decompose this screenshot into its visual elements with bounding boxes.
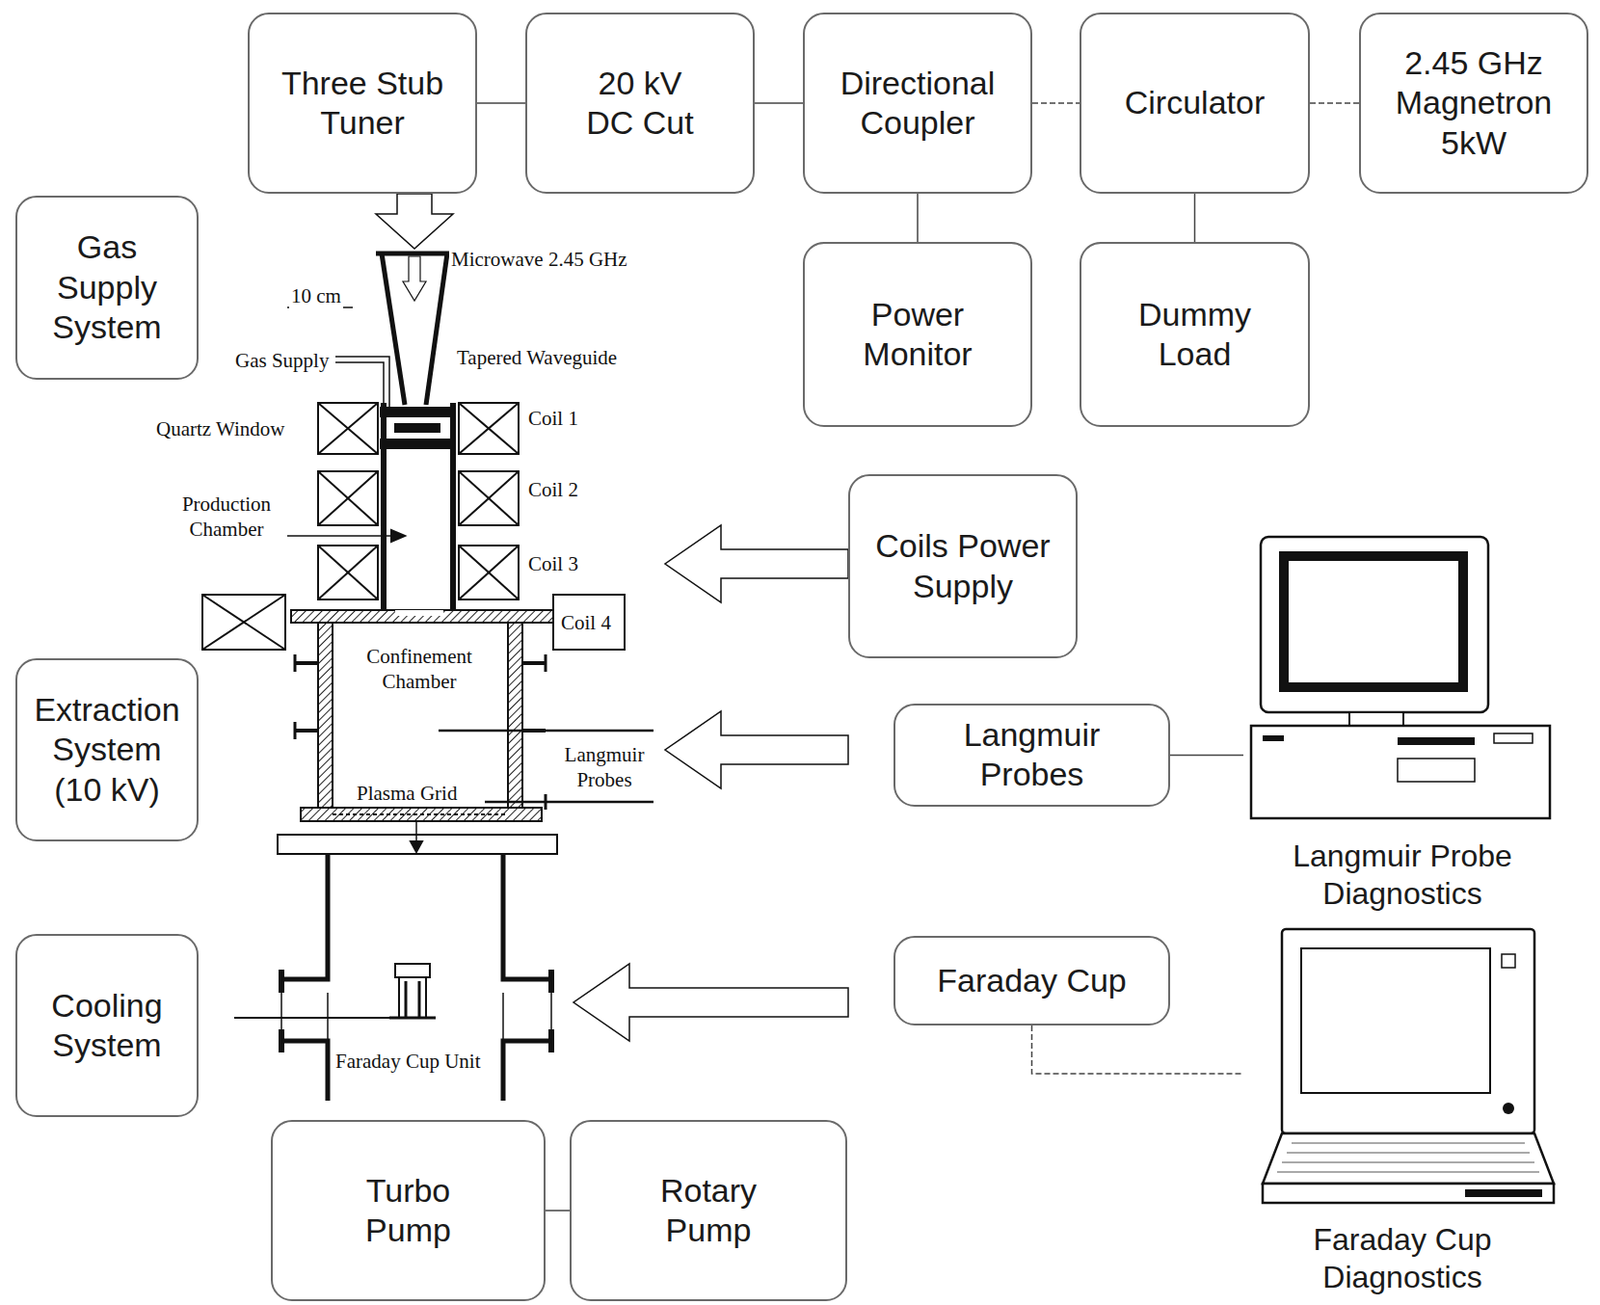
- box-text: Dummy Load: [1108, 294, 1282, 375]
- equipment-box: Extraction System (10 kV): [15, 658, 199, 842]
- equipment-box: 2.45 GHz Magnetron 5kW: [1359, 12, 1589, 194]
- part-label: Confinement Chamber: [358, 643, 480, 695]
- connector-line: [545, 1209, 570, 1212]
- box-text: Rotary Pump: [645, 1171, 772, 1252]
- equipment-box: Gas Supply System: [15, 195, 199, 380]
- box-text: Faraday Cup: [936, 960, 1127, 1001]
- part-label: Coil 4: [559, 610, 614, 636]
- part-label: Plasma Grid: [354, 780, 459, 806]
- connector-line: [1309, 102, 1360, 105]
- connector-line: [916, 193, 919, 242]
- connector-line: [1032, 1025, 1245, 1074]
- box-text: Power Monitor: [830, 294, 1005, 375]
- connector-line: [477, 102, 526, 105]
- equipment-box: Three Stub Tuner: [247, 12, 478, 194]
- box-text: 2.45 GHz Magnetron 5kW: [1374, 43, 1574, 163]
- connector-line: [754, 102, 803, 105]
- caption-text: Langmuir Probe Diagnostics: [1257, 837, 1547, 912]
- equipment-box: Faraday Cup: [893, 935, 1171, 1026]
- equipment-box: Directional Coupler: [802, 12, 1033, 194]
- box-text: Circulator: [1124, 82, 1265, 123]
- box-text: Cooling System: [30, 986, 184, 1067]
- box-text: 20 kV DC Cut: [582, 63, 698, 144]
- connector-line: [1170, 754, 1244, 757]
- equipment-box: Turbo Pump: [270, 1120, 546, 1302]
- part-label: Microwave 2.45 GHz: [449, 246, 630, 272]
- equipment-box: Circulator: [1079, 12, 1310, 194]
- equipment-box: Cooling System: [15, 933, 199, 1118]
- box-text: Langmuir Probes: [945, 715, 1120, 796]
- equipment-box: Power Monitor: [802, 241, 1033, 427]
- box-text: Coils Power Supply: [863, 526, 1063, 607]
- box-text: Turbo Pump: [350, 1171, 467, 1252]
- box-text: Directional Coupler: [818, 63, 1017, 144]
- box-text: Three Stub Tuner: [263, 63, 462, 144]
- connector-line: [1194, 193, 1197, 242]
- box-text: Extraction System (10 kV): [30, 690, 184, 810]
- equipment-box: Langmuir Probes: [893, 703, 1171, 807]
- part-label: Coil 1: [526, 405, 581, 431]
- part-label: Faraday Cup Unit: [333, 1048, 482, 1074]
- part-label: Production Chamber: [165, 491, 288, 543]
- caption-text: Faraday Cup Diagnostics: [1257, 1221, 1547, 1296]
- part-label: Coil 3: [526, 551, 581, 577]
- connector-line: [1032, 102, 1080, 105]
- equipment-box: 20 kV DC Cut: [525, 12, 755, 194]
- desktop-computer: [1243, 534, 1562, 825]
- part-label: Coil 2: [526, 477, 581, 503]
- laptop-computer: [1243, 925, 1562, 1215]
- equipment-box: Dummy Load: [1079, 241, 1310, 427]
- part-label: 10 cm: [289, 283, 344, 309]
- equipment-box: Coils Power Supply: [848, 474, 1078, 659]
- computer-node: Langmuir Probe Diagnostics: [1243, 534, 1562, 916]
- part-label: Tapered Waveguide: [454, 345, 619, 371]
- part-label: Langmuir Probes: [554, 742, 655, 794]
- box-text: Gas Supply System: [30, 227, 184, 347]
- part-label: Quartz Window: [154, 416, 288, 442]
- equipment-box: Rotary Pump: [569, 1120, 848, 1302]
- computer-node: Faraday Cup Diagnostics: [1243, 925, 1562, 1300]
- part-label: Gas Supply: [233, 347, 331, 374]
